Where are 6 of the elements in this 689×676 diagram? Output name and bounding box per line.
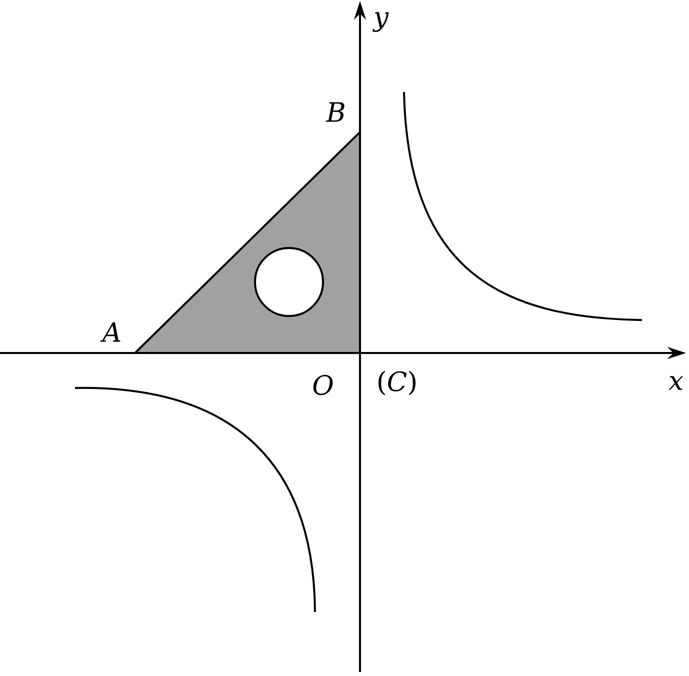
axis-label: y bbox=[372, 12, 389, 32]
axis-label: x bbox=[668, 376, 684, 390]
point-label: O bbox=[313, 374, 333, 396]
point-label: B bbox=[326, 102, 344, 122]
point-label: A bbox=[100, 322, 120, 342]
point-label: (C) bbox=[378, 370, 416, 396]
